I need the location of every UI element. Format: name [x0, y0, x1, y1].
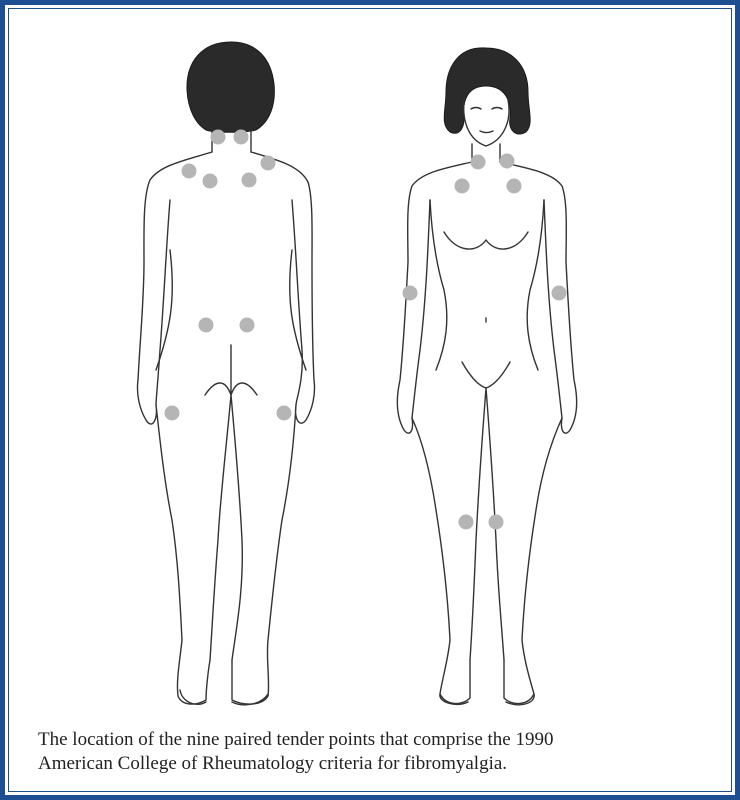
front-figure-arm-right: [544, 200, 562, 418]
tender-point-back-supraspinatus-right: [242, 173, 257, 188]
back-figure-arm-right: [292, 200, 302, 405]
figure-caption: The location of the nine paired tender p…: [38, 728, 708, 776]
tender-point-front-second-rib-right: [507, 179, 522, 194]
tender-point-front-knee-right: [489, 515, 504, 530]
tender-point-back-greater-trochanter-left: [165, 406, 180, 421]
tender-point-front-low-cervical-left: [471, 155, 486, 170]
back-figure-legs-inner: [210, 395, 242, 660]
caption-line-2: American College of Rheumatology criteri…: [38, 752, 708, 776]
tender-point-back-gluteal-right: [240, 318, 255, 333]
front-view-tender-points: [403, 154, 567, 530]
caption-line-1: The location of the nine paired tender p…: [38, 728, 708, 752]
back-figure-buttocks: [205, 345, 257, 395]
tender-point-back-supraspinatus-left: [203, 174, 218, 189]
tender-point-back-trapezius-left: [182, 164, 197, 179]
front-figure-arm-left: [412, 200, 430, 418]
front-figure-body-right: [500, 162, 577, 704]
tender-point-front-knee-left: [459, 515, 474, 530]
front-figure-face: [464, 100, 509, 146]
front-view-figure: [397, 48, 576, 705]
back-view-tender-points: [165, 130, 292, 421]
tender-point-front-low-cervical-right: [500, 154, 515, 169]
tender-point-front-second-rib-left: [455, 179, 470, 194]
tender-point-back-trapezius-right: [261, 156, 276, 171]
tender-point-back-gluteal-left: [199, 318, 214, 333]
tender-point-back-occiput-right: [234, 130, 249, 145]
tender-point-back-greater-trochanter-right: [277, 406, 292, 421]
back-figure-body-left: [137, 152, 212, 704]
tender-point-front-lateral-epicondyle-right: [552, 286, 567, 301]
back-figure-body-right: [232, 152, 315, 704]
front-figure-torso: [430, 200, 544, 388]
tender-point-back-occiput-left: [211, 130, 226, 145]
back-figure-hair: [187, 42, 274, 132]
back-figure-feet: [180, 690, 268, 705]
front-figure-eyes: [471, 108, 502, 110]
back-figure-arm-left: [156, 200, 170, 405]
front-figure-mouth: [480, 131, 493, 133]
back-view-figure: [137, 42, 314, 705]
tender-point-front-lateral-epicondyle-left: [403, 286, 418, 301]
front-figure-hair: [444, 48, 530, 134]
